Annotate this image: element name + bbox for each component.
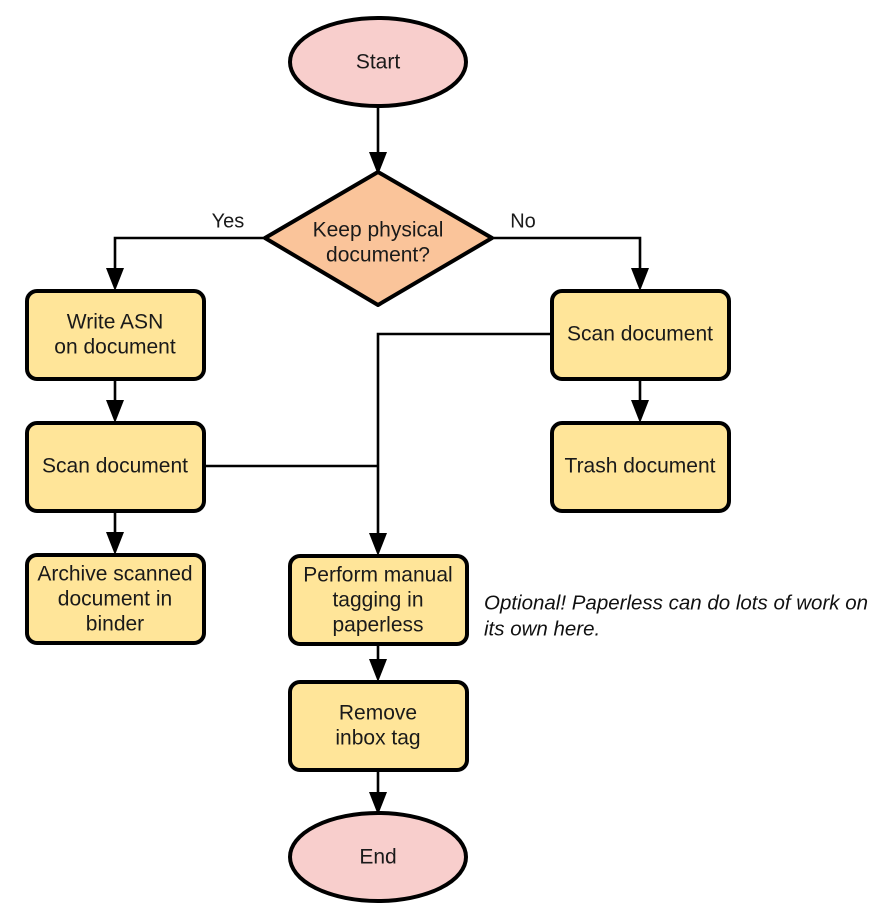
edge-write-asn-to-scan-left — [106, 379, 124, 423]
node-decision-label-line1: Keep physical — [313, 219, 444, 242]
node-perform-manual-tagging[interactable]: Perform manual tagging in paperless — [288, 554, 469, 646]
trash-document-box — [550, 421, 731, 513]
node-manual-tagging-label-line2: tagging in — [332, 589, 423, 612]
node-scan-document-right-label: Scan document — [567, 323, 713, 346]
write-asn-box — [25, 289, 206, 381]
node-end[interactable]: End — [288, 811, 468, 903]
node-archive-label-line2: document in — [58, 588, 172, 611]
scan-document-left-box — [25, 421, 206, 513]
scan-document-right-box — [550, 289, 731, 381]
node-archive-label-line3: binder — [86, 613, 144, 636]
decision-diamond — [263, 170, 494, 307]
archive-box — [25, 553, 206, 645]
node-trash-document-label: Trash document — [565, 455, 716, 478]
annotation-line1: Optional! Paperless can do lots of work … — [484, 591, 868, 614]
node-trash-document[interactable]: Trash document — [550, 421, 731, 513]
node-manual-tagging-label-line1: Perform manual — [303, 564, 452, 587]
node-remove-inbox-label-line1: Remove — [339, 702, 417, 725]
edge-label-no: No — [510, 210, 536, 232]
edge-decision-yes-to-write-asn — [106, 236, 265, 291]
edge-scan-left-to-archive — [106, 511, 124, 555]
node-decision-label-line2: document? — [326, 244, 430, 267]
edge-remove-inbox-to-end — [369, 769, 387, 815]
start-ellipse — [288, 16, 468, 108]
node-archive-label-line1: Archive scanned — [37, 563, 192, 586]
node-write-asn-label-line2: on document — [54, 336, 176, 359]
node-scan-document-right[interactable]: Scan document — [550, 289, 731, 381]
node-start[interactable]: Start — [288, 16, 468, 108]
edge-manual-tag-to-remove-inbox — [369, 644, 387, 682]
remove-inbox-tag-box — [288, 680, 469, 772]
edge-scan-right-to-manual-tag — [369, 332, 552, 556]
node-scan-document-left-label: Scan document — [42, 455, 188, 478]
edge-label-yes: Yes — [212, 210, 245, 232]
node-decision-keep-physical-document[interactable]: Keep physical document? — [263, 170, 494, 307]
annotation-note: Optional! Paperless can do lots of work … — [484, 591, 868, 640]
node-write-asn-label-line1: Write ASN — [67, 311, 163, 334]
manual-tagging-box — [288, 554, 469, 646]
node-remove-inbox-tag[interactable]: Remove inbox tag — [288, 680, 469, 772]
annotation-line2: its own here. — [484, 617, 600, 640]
edge-start-to-decision — [369, 102, 387, 175]
node-end-label: End — [359, 846, 396, 869]
node-write-asn-on-document[interactable]: Write ASN on document — [25, 289, 206, 381]
node-remove-inbox-label-line2: inbox tag — [335, 727, 420, 750]
node-archive-scanned-document[interactable]: Archive scanned document in binder — [25, 553, 206, 645]
edge-decision-no-to-scan-right — [492, 236, 649, 291]
node-scan-document-left[interactable]: Scan document — [25, 421, 206, 513]
end-ellipse — [288, 811, 468, 903]
node-manual-tagging-label-line3: paperless — [332, 614, 423, 637]
edge-scan-right-to-trash — [631, 379, 649, 423]
node-start-label: Start — [356, 51, 401, 74]
